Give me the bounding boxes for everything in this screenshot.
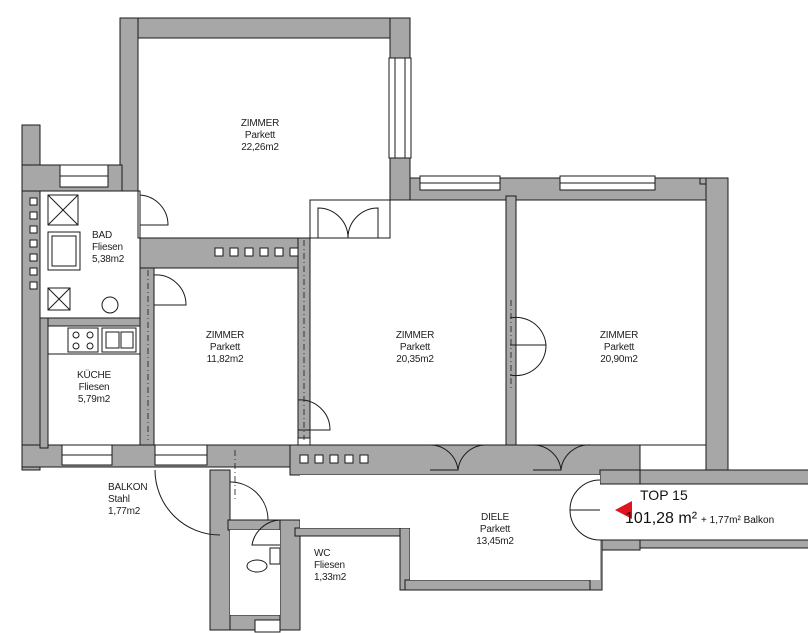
room-floor: Fliesen: [78, 382, 110, 393]
room-label-zimmer-east: ZIMMER Parkett 20,90m2: [584, 330, 654, 366]
room-area: 5,79m2: [77, 394, 111, 405]
room-name: ZIMMER: [205, 330, 245, 341]
room-area: 5,38m2: [92, 254, 125, 265]
room-floor: Fliesen: [92, 242, 123, 253]
room-area: 1,33m2: [314, 572, 347, 583]
room-label-balkon: BALKON Stahl 1,77m2: [108, 482, 148, 518]
sink-icon: [101, 296, 119, 314]
doors: [139, 194, 601, 546]
room-label-kueche: KÜCHE Fliesen 5,79m2: [64, 370, 124, 406]
room-floor: Fliesen: [314, 560, 345, 571]
windows: [59, 57, 656, 633]
unit-marker-icon: [615, 501, 632, 519]
unit-area-value: 101,28 m²: [625, 510, 698, 527]
room-name: ZIMMER: [599, 330, 639, 341]
room-area: 11,82m2: [206, 354, 244, 365]
room-label-diele: DIELE Parkett 13,45m2: [460, 512, 530, 548]
stove-icon: [67, 327, 99, 353]
unit-area-extra: + 1,77m² Balkon: [701, 515, 775, 526]
room-floor: Parkett: [603, 342, 635, 353]
unit-area: 101,28 m²+ 1,77m² Balkon: [625, 510, 774, 528]
room-label-zimmer-center: ZIMMER Parkett 20,35m2: [380, 330, 450, 366]
unit-title: TOP 15: [640, 487, 688, 503]
room-label-wc: WC Fliesen 1,33m2: [314, 548, 346, 584]
room-name: WC: [314, 548, 331, 559]
room-area: 20,35m2: [396, 354, 434, 365]
guide-lines: [147, 240, 512, 500]
room-floor: Parkett: [479, 524, 511, 535]
room-label-zimmer-middle: ZIMMER Parkett 11,82m2: [190, 330, 260, 366]
room-name: KÜCHE: [76, 370, 111, 381]
room-floor: Stahl: [108, 494, 130, 505]
room-label-zimmer-north: ZIMMER Parkett 22,26m2: [220, 118, 300, 154]
room-name: ZIMMER: [240, 118, 280, 129]
room-name: ZIMMER: [395, 330, 435, 341]
room-label-bad: BAD Fliesen 5,38m2: [92, 230, 124, 266]
room-name: DIELE: [481, 512, 509, 523]
room-area: 1,77m2: [108, 506, 141, 517]
wc-toilet-icon: [269, 547, 281, 565]
room-area: 22,26m2: [241, 142, 279, 153]
room-name: BAD: [92, 230, 112, 241]
fixtures: [47, 194, 281, 573]
room-floor: Parkett: [244, 130, 276, 141]
vent-grid: [29, 197, 369, 464]
room-floors: [40, 38, 706, 615]
room-floor: Parkett: [209, 342, 241, 353]
room-area: 20,90m2: [600, 354, 638, 365]
room-floor: Parkett: [399, 342, 431, 353]
room-area: 13,45m2: [476, 536, 514, 547]
room-name: BALKON: [108, 482, 148, 493]
